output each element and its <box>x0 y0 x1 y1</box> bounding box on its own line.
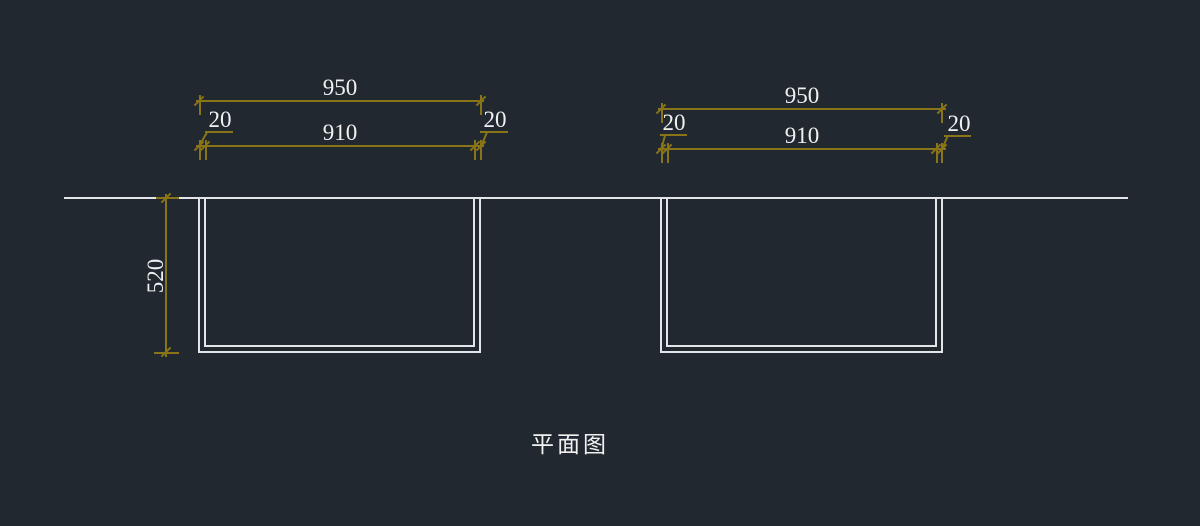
dim-extension-line <box>474 140 476 160</box>
table1-overall-dim-line <box>196 100 484 102</box>
dim-leader-underline <box>944 135 971 137</box>
height-dim-line <box>165 194 167 357</box>
dim-leader-underline <box>205 131 233 133</box>
table1-right-thickness-label: 20 <box>483 107 507 132</box>
table2-outer-frame <box>660 198 943 353</box>
table2-overall-dim-line <box>658 108 946 110</box>
table2-inner-frame <box>666 198 937 347</box>
table1-chained-dim-line <box>196 145 484 147</box>
dim-extension-line <box>661 103 663 123</box>
table2-inner-dim-label: 910 <box>784 123 820 148</box>
dim-leader-underline <box>660 134 687 136</box>
table2-overall-dim-label: 950 <box>784 83 820 108</box>
table1-outer-frame <box>198 198 481 353</box>
dim-leader-underline <box>480 131 508 133</box>
dim-extension-line <box>480 95 482 115</box>
dim-extension-line <box>667 143 669 163</box>
table1-overall-dim-label: 950 <box>322 75 358 100</box>
table2-right-thickness-label: 20 <box>947 111 971 136</box>
dim-extension-line <box>480 140 482 160</box>
table1-left-thickness-label: 20 <box>208 107 232 132</box>
height-dim-label-wrap: 520 <box>142 241 168 311</box>
dim-extension-line <box>941 103 943 123</box>
dim-extension-line <box>199 95 201 115</box>
table1-inner-dim-label: 910 <box>322 120 358 145</box>
drawing-title: 平面图 <box>531 432 609 457</box>
dim-extension-line <box>941 143 943 163</box>
countertop-line <box>64 197 1128 199</box>
height-dim-label: 520 <box>142 258 168 294</box>
table2-left-thickness-label: 20 <box>662 110 686 135</box>
dim-extension-line <box>205 140 207 160</box>
table1-inner-frame <box>204 198 475 347</box>
table2-chained-dim-line <box>658 148 946 150</box>
